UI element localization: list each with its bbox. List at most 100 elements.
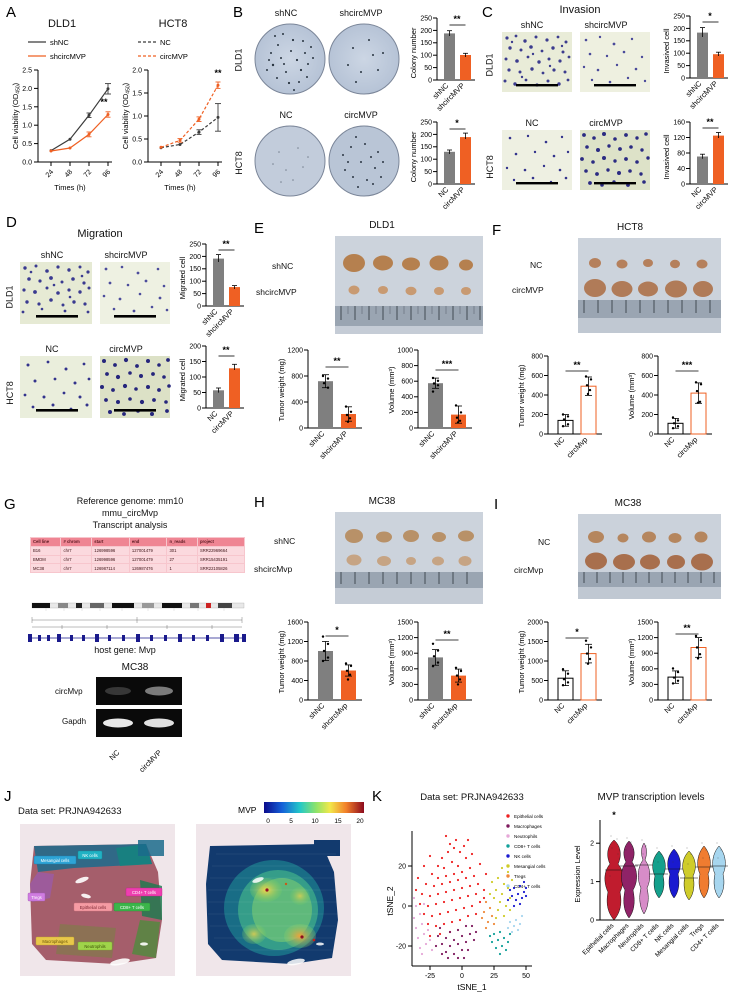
- panel-a: A DLD1 shNC shcircMVP 0.0 0.5 1.0 1.5 2.…: [0, 0, 230, 208]
- svg-text:250: 250: [673, 13, 685, 20]
- circrna-name-line: mmu_circMvp: [101, 508, 158, 518]
- svg-text:CD4+ T cells: CD4+ T cells: [132, 890, 156, 895]
- svg-text:200: 200: [401, 410, 413, 417]
- svg-text:600: 600: [531, 373, 543, 380]
- panel-g-heading: Reference genome: mm10 mmu_circMvp Trans…: [30, 495, 230, 531]
- svg-text:72: 72: [83, 169, 94, 180]
- significance-b2: *: [455, 118, 459, 128]
- panel-h-row-shnc: shNC: [274, 536, 296, 546]
- panel-c-caption-nc: NC: [525, 118, 539, 128]
- svg-text:100: 100: [420, 53, 432, 60]
- svg-text:100: 100: [420, 157, 432, 164]
- panel-b-caption-circmvp: circMVP: [344, 110, 378, 120]
- tsne-x-ticks: -25 0 25 50: [425, 966, 530, 980]
- panel-d-chart-dld1: 0 50 100 150 200 250 ** Migrated cell sh…: [176, 232, 250, 339]
- panel-b-caption-nc: NC: [279, 110, 293, 120]
- panel-b-chart-dld1: 0 50 100 150 200 250 ** Colony number sh…: [407, 8, 479, 113]
- svg-text:0: 0: [197, 405, 201, 412]
- panel-h-row-shcircmvp: shcircMvp: [254, 564, 293, 574]
- bar-d2-nc: [213, 390, 224, 408]
- svg-text:0: 0: [681, 181, 685, 188]
- svg-text:1200: 1200: [637, 635, 653, 642]
- svg-text:600: 600: [641, 373, 653, 380]
- svg-text:800: 800: [291, 373, 303, 380]
- svg-text:shNC: shNC: [307, 429, 327, 449]
- svg-text:NC: NC: [662, 701, 676, 715]
- y-ticks-d2: 0 50 100 150 200: [189, 343, 206, 412]
- svg-text:25: 25: [490, 973, 498, 980]
- violin-plot: 0 1 2 * Expression Level: [573, 810, 728, 959]
- ylabel-f1: Tumor weight (mg): [517, 364, 526, 427]
- svg-text:900: 900: [401, 651, 413, 658]
- svg-text:2000: 2000: [527, 619, 543, 626]
- svg-text:circMvp: circMvp: [565, 701, 590, 726]
- svg-text:1500: 1500: [637, 619, 653, 626]
- transcript-table: Cell line # chrom start end n_reads proj…: [29, 537, 246, 574]
- y-ticks-b1: 0 50 100 150 200 250: [420, 15, 437, 84]
- datapoints-e1: [321, 374, 353, 423]
- svg-text:0: 0: [649, 431, 653, 438]
- svg-text:Neutrophils: Neutrophils: [514, 834, 538, 839]
- svg-text:200: 200: [531, 412, 543, 419]
- cluster-tregs: [480, 900, 496, 930]
- invasion-micrograph-dld1: [502, 32, 650, 92]
- panel-b-cellline-dld1: DLD1: [233, 48, 244, 72]
- svg-text:150: 150: [420, 144, 432, 151]
- cluster-macrophages: [434, 924, 478, 960]
- bar-c2-circmvp: [713, 135, 724, 184]
- panel-j-label: J: [4, 788, 12, 805]
- svg-text:0.5: 0.5: [132, 137, 142, 144]
- y-ticks-i2: 0 300 600 900 1200 1500: [637, 619, 658, 704]
- panel-i-row-circmvp: circMvp: [514, 565, 544, 575]
- panel-i-row-nc: NC: [538, 537, 551, 547]
- legend-circmvp: circMVP: [160, 52, 188, 61]
- svg-text:1500: 1500: [397, 619, 413, 626]
- svg-text:96: 96: [102, 169, 113, 180]
- svg-text:1500: 1500: [527, 639, 543, 646]
- migration-micrograph-dld1: [20, 262, 170, 324]
- bar-h2-shnc: [428, 657, 443, 700]
- svg-text:1600: 1600: [287, 619, 303, 626]
- table-row: MC38 chr7 126987114 126987476 1 SRR22105…: [29, 563, 246, 574]
- panel-i: I MC38 NC circMvp 0 500 1000: [490, 462, 734, 732]
- panel-j-dataset: Data set: PRJNA942633: [18, 806, 122, 817]
- svg-text:50: 50: [193, 291, 201, 298]
- ylabel-h1: Tumor weight (mg): [277, 630, 286, 693]
- svg-text:800: 800: [291, 658, 303, 665]
- violin-x-labels: Epithelial cells Macrophages Neutrophils…: [581, 922, 721, 959]
- ideogram: [31, 602, 245, 611]
- svg-text:NC: NC: [552, 701, 566, 715]
- svg-text:200: 200: [189, 343, 201, 350]
- significance-f2: ***: [682, 360, 693, 370]
- panel-h-tumor-photo: [335, 512, 483, 604]
- svg-text:250: 250: [420, 15, 432, 22]
- bar-d2-circmvp: [229, 368, 240, 408]
- svg-text:20: 20: [356, 818, 364, 825]
- panel-d-caption-shcircmvp: shcircMVP: [104, 250, 148, 260]
- significance-e1: **: [333, 356, 341, 366]
- panel-g-gel-title: MC38: [121, 662, 149, 673]
- panel-g-hostgene: host gene: Mvp: [94, 645, 156, 655]
- violin-ylabel: Expression Level: [573, 845, 582, 902]
- svg-text:600: 600: [641, 666, 653, 673]
- legend-shcircmvp: shcircMVP: [50, 52, 86, 61]
- svg-text:96: 96: [212, 169, 223, 180]
- panel-b-cellline-hct8: HCT8: [233, 151, 244, 175]
- bar-c1-shnc: [697, 32, 708, 78]
- bar-d1-shcircmvp: [229, 287, 240, 306]
- significance-a2: **: [214, 68, 222, 78]
- panel-e: E DLD1 shNC shcircMVP: [252, 210, 487, 461]
- ylabel-i2: Volume (mm³): [627, 638, 636, 686]
- panel-i-title: MC38: [614, 498, 642, 509]
- datapoints-f2: [671, 381, 703, 430]
- panel-h-chart-weight: 0 400 800 1200 1600 * Tumor weight (mg) …: [266, 612, 372, 731]
- gel-row-label-circmvp: circMvp: [55, 687, 83, 696]
- ylabel-a2: Cell viability (OD450): [121, 82, 132, 149]
- bar-d1-shnc: [213, 258, 224, 306]
- table-header-row: Cell line # chrom start end n_reads proj…: [29, 537, 246, 547]
- datapoints-i2: [671, 634, 703, 685]
- svg-text:0.0: 0.0: [22, 160, 32, 167]
- significance-e2: ***: [442, 359, 453, 369]
- panel-h: H MC38 shNC shcircMvp 0 400 800 1: [252, 462, 487, 732]
- svg-text:NC: NC: [552, 435, 566, 449]
